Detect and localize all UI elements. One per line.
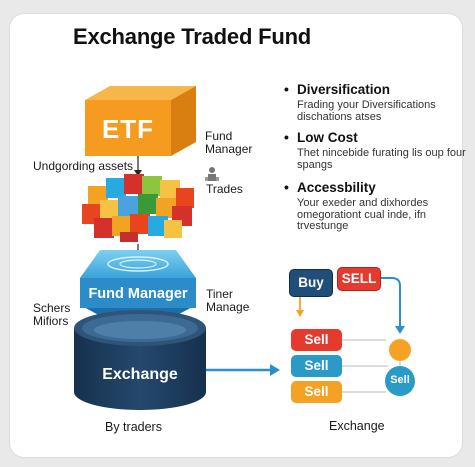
sell-button-3[interactable]: Sell (291, 381, 342, 403)
by-traders-label: By traders (105, 420, 162, 434)
etf-label: ETF (101, 114, 155, 144)
feature-description: Your exeder and dixhordes omegorationt c… (297, 197, 429, 232)
feature-description: Frading your Diversifications dischation… (297, 99, 436, 123)
feature-diversification: Diversification Frading your Diversifica… (284, 81, 467, 123)
sell-top-button[interactable]: SELL (337, 267, 381, 291)
feature-heading: Accessbility (284, 179, 467, 195)
feature-heading: Diversification (284, 81, 467, 97)
etf-cube (85, 86, 196, 156)
asset-cubes (82, 174, 194, 242)
arrow-head-icon (395, 326, 405, 334)
feature-low-cost: Low Cost Thet nincebide furating lis oup… (284, 129, 467, 171)
underlying-assets-label: Undgording assets (33, 159, 134, 173)
people-icon (205, 167, 219, 181)
exchange-caption: Exchange (329, 419, 385, 433)
sell-button-1[interactable]: Sell (291, 329, 342, 351)
fund-manager-label: Fund Manager (205, 129, 253, 156)
sell-button-2[interactable]: Sell (291, 355, 342, 377)
feature-heading: Low Cost (284, 129, 467, 145)
sell-curve-arrow (378, 277, 401, 328)
trades-label: Trades (206, 182, 243, 196)
sell-circle-label[interactable]: Sell (390, 374, 410, 386)
buy-button[interactable]: Buy (289, 269, 333, 297)
schers-mifiors-label: Schers Mifiors (33, 301, 71, 328)
arrow-head-icon (134, 170, 142, 176)
orange-dot (389, 339, 411, 361)
sell-circle (385, 366, 415, 396)
page-title: Exchange Traded Fund (73, 24, 312, 49)
exchange-cylinder-label: Exchange (102, 366, 178, 383)
fund-manager-tile-label: Fund Manager (88, 286, 188, 302)
fund-manager-tile (80, 250, 196, 318)
feature-accessibility: Accessbility Your exeder and dixhordes o… (284, 179, 467, 233)
tiner-manage-label: Tiner Manage (206, 287, 250, 314)
feature-description: Thet nincebide furating lis oup four spa… (297, 147, 466, 171)
arrow-head-icon (270, 364, 280, 376)
exchange-cylinder (74, 310, 206, 410)
arrow-head-icon (296, 310, 304, 317)
